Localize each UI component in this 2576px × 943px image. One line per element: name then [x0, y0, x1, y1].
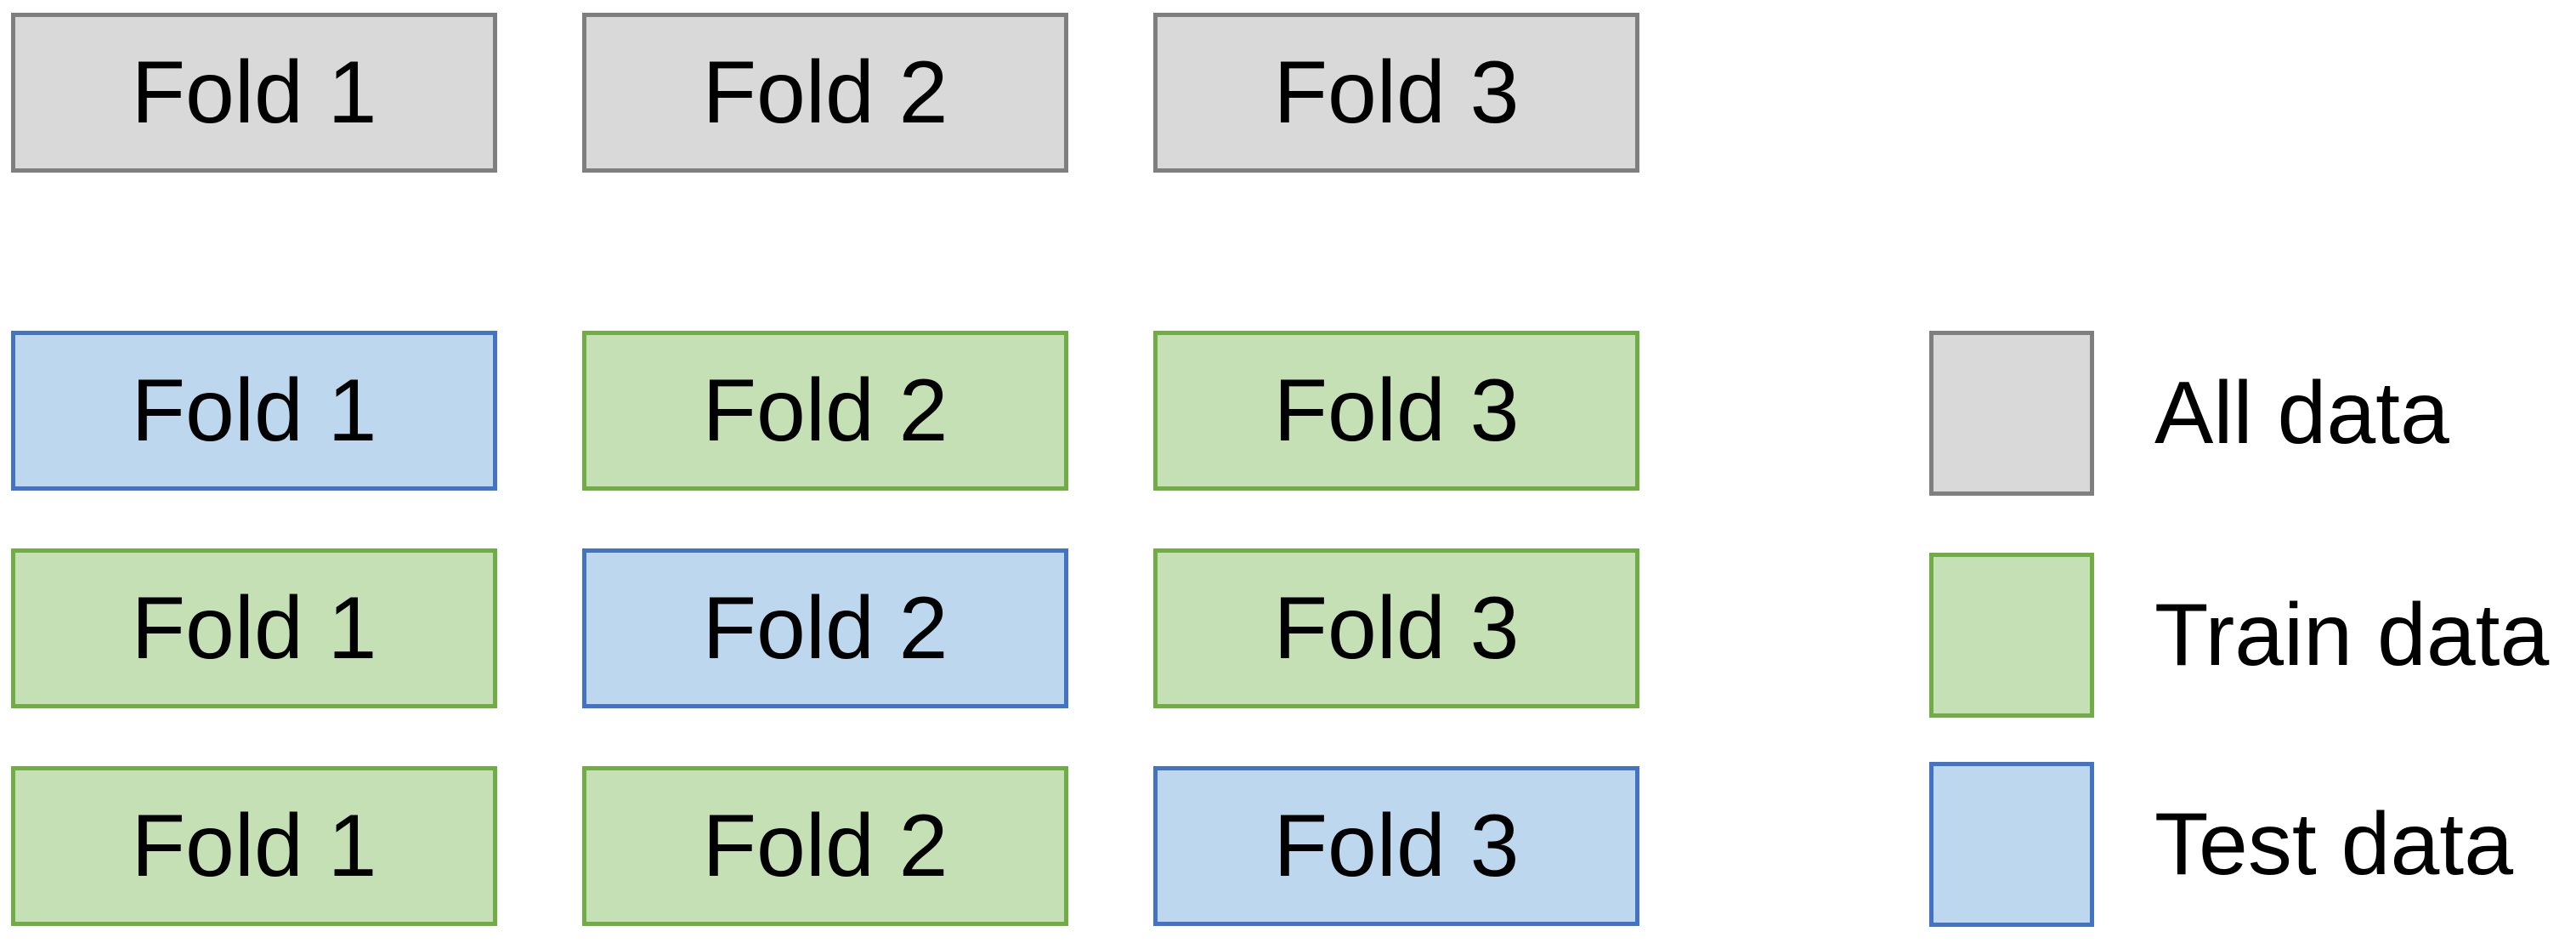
split-3-fold-3-test: Fold 3: [1153, 766, 1639, 926]
legend-label-all-data: All data: [2154, 364, 2449, 463]
legend-swatch-test-data: [1929, 762, 2094, 927]
split-2-fold-3-train: Fold 3: [1153, 548, 1639, 708]
split-2-fold-1-train: Fold 1: [11, 548, 497, 708]
legend-label-train-data: Train data: [2154, 586, 2550, 685]
split-3-fold-2-train: Fold 2: [582, 766, 1068, 926]
all-data-fold-1: Fold 1: [11, 13, 497, 173]
legend-swatch-all-data: [1929, 331, 2094, 496]
split-3-fold-1-train: Fold 1: [11, 766, 497, 926]
all-data-fold-2: Fold 2: [582, 13, 1068, 173]
legend-label-test-data: Test data: [2154, 795, 2514, 894]
all-data-fold-3: Fold 3: [1153, 13, 1639, 173]
legend-swatch-train-data: [1929, 553, 2094, 718]
split-1-fold-2-train: Fold 2: [582, 331, 1068, 491]
split-1-fold-1-test: Fold 1: [11, 331, 497, 491]
split-2-fold-2-test: Fold 2: [582, 548, 1068, 708]
split-1-fold-3-train: Fold 3: [1153, 331, 1639, 491]
